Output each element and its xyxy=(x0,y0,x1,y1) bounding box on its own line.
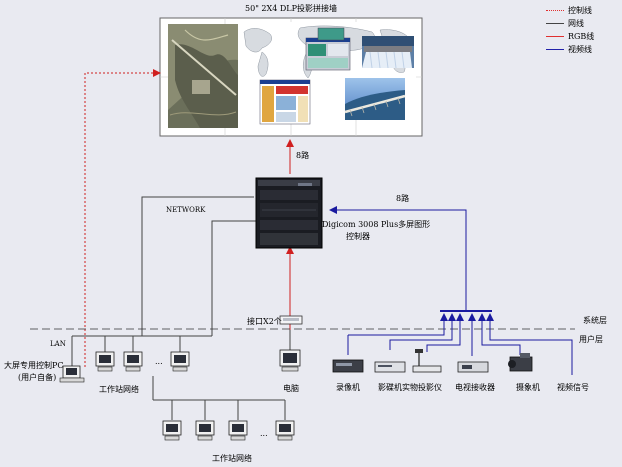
lan-label: LAN xyxy=(50,340,66,348)
dlp-video-wall xyxy=(159,17,423,137)
device-label: 摄象机 xyxy=(516,382,540,392)
dvd-player-icon xyxy=(374,361,406,373)
lan-drops-2 xyxy=(171,400,286,420)
control-line xyxy=(84,69,161,367)
legend-swatch xyxy=(546,23,564,24)
workstation-pc-icon xyxy=(228,420,248,441)
large-screen-control-pc xyxy=(59,365,85,383)
controller-label-line1: Digicom 3008 Plus多屏图形 xyxy=(322,219,430,229)
device-label: 录像机 xyxy=(336,382,360,392)
wall-dam-photo xyxy=(362,36,414,69)
legend: 控制线 网线 RGB线 视频线 xyxy=(546,4,616,56)
ellipsis-1: ... xyxy=(155,357,163,366)
wall-webpage xyxy=(259,79,311,125)
legend-item-rgb-line: RGB线 xyxy=(546,30,616,43)
workstation-group-2 xyxy=(162,420,295,441)
device-label: 视频信号 xyxy=(557,382,589,392)
video-line-to-controller xyxy=(329,206,467,311)
legend-label: 视频线 xyxy=(568,45,592,54)
workstation-network-label-2: 工作站网络 xyxy=(212,453,252,463)
legend-label: 控制线 xyxy=(568,6,592,15)
eight-way-label-top: 8路 xyxy=(296,150,309,160)
eight-way-label-right: 8路 xyxy=(396,193,409,203)
tv-receiver-icon xyxy=(457,361,489,373)
port-box xyxy=(279,315,303,325)
legend-swatch xyxy=(546,10,564,11)
legend-item-network-line: 网线 xyxy=(546,17,616,30)
system-layer-label: 系统层 xyxy=(583,315,607,325)
large-screen-pc-label-1: 大屏专用控制PC xyxy=(4,360,64,370)
legend-swatch xyxy=(546,36,564,37)
legend-item-control-line: 控制线 xyxy=(546,4,616,17)
legend-item-video-line: 视频线 xyxy=(546,43,616,56)
workstation-pc-icon xyxy=(195,420,215,441)
legend-swatch xyxy=(546,49,564,50)
workstation-group-1 xyxy=(95,351,190,372)
workstation-pc-icon xyxy=(162,420,182,441)
video-drops xyxy=(347,313,573,375)
workstation-pc-icon xyxy=(275,420,295,441)
network-line-port xyxy=(211,220,256,332)
video-camera-icon xyxy=(508,353,533,372)
wall-satellite-image xyxy=(168,24,238,129)
wall-software-window xyxy=(305,27,351,71)
device-label: 电视接收器 xyxy=(455,382,495,392)
network-label: NETWORK xyxy=(166,206,206,214)
large-screen-pc-label-2: (用户自备) xyxy=(18,372,56,382)
device-labels: 录像机 影碟机实物投影仪 电视接收器 摄象机 视频信号 xyxy=(336,382,589,392)
port-label: 接口X2个 xyxy=(247,316,282,326)
workstation-network-label-1: 工作站网络 xyxy=(99,384,139,394)
legend-label: RGB线 xyxy=(568,32,595,41)
computer-label: 电脑 xyxy=(283,383,299,393)
lan-drops xyxy=(71,336,181,366)
wall-title: 50" 2X4 DLP投影拼接墙 xyxy=(245,3,337,13)
device-label: 实物投影仪 xyxy=(402,382,442,392)
device-label: 影碟机 xyxy=(378,382,402,392)
wall-bridge-photo xyxy=(344,78,406,120)
diagram-labels: 8路 8路 NETWORK Digicom 3008 Plus多屏图形 控制器 … xyxy=(4,150,607,463)
vcr-icon xyxy=(332,359,364,373)
legend-label: 网线 xyxy=(568,19,584,28)
controller-label-line2: 控制器 xyxy=(346,231,370,241)
document-camera-icon xyxy=(412,349,442,373)
network-line-controller xyxy=(141,196,254,336)
user-computer xyxy=(279,349,301,372)
workstation-pc-icon xyxy=(95,351,115,372)
ellipsis-2: ... xyxy=(260,429,268,438)
user-layer-label: 用户层 xyxy=(579,334,603,344)
workstation-pc-icon xyxy=(170,351,190,372)
digicom-controller xyxy=(255,177,323,249)
workstation-pc-icon xyxy=(123,351,143,372)
